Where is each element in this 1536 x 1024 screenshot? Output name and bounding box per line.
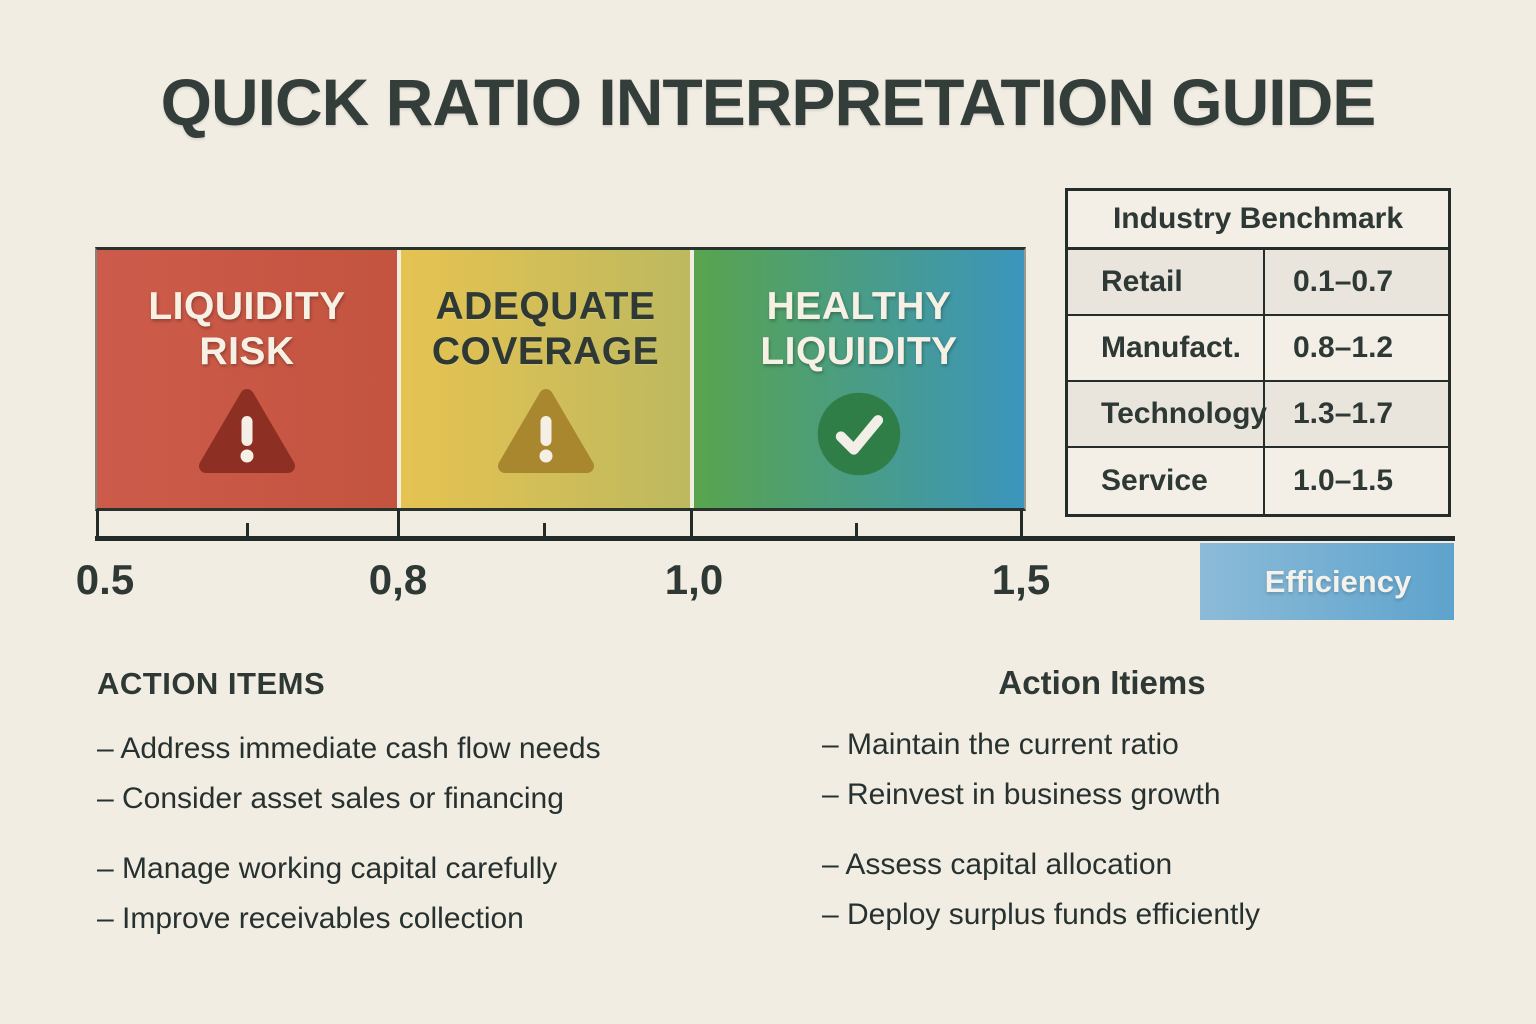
action-items-left-heading: ACTION ITEMS — [97, 666, 326, 701]
industry-benchmark-table: Industry Benchmark Retail 0.1–0.7 Manufa… — [1065, 188, 1451, 517]
tick-mark-major — [397, 509, 400, 536]
tick-mark-minor — [543, 523, 546, 536]
ratio-zones-bar: LIQUIDITY RISK ADEQUATE COVERAGE HEA — [95, 247, 1026, 511]
list-item: – Deploy surplus funds efficiently — [822, 898, 1261, 931]
tick-label-0.5: 0.5 — [75, 556, 135, 603]
tick-mark-minor — [855, 523, 858, 536]
ratio-axis — [95, 536, 1455, 541]
industry-cell: Manufact. — [1068, 316, 1265, 380]
table-row: Manufact. 0.8–1.2 — [1068, 316, 1448, 382]
industry-cell: Retail — [1068, 250, 1265, 314]
table-row: Service 1.0–1.5 — [1068, 448, 1448, 514]
action-items-right-heading: Action Itiems — [998, 664, 1206, 701]
industry-cell: Service — [1068, 448, 1265, 514]
tick-mark-minor — [246, 523, 249, 536]
zone-liquidity-risk: LIQUIDITY RISK — [97, 250, 397, 508]
page-title: QUICK RATIO INTERPRETATION GUIDE — [160, 65, 1377, 139]
zone-adequate-coverage: ADEQUATE COVERAGE — [401, 250, 690, 508]
tick-mark-major — [1020, 509, 1023, 536]
tick-label-0.8: 0,8 — [368, 556, 428, 603]
action-items-left-section: ACTION ITEMS – Address immediate cash fl… — [97, 666, 757, 944]
table-row: Retail 0.1–0.7 — [1068, 250, 1448, 316]
range-cell: 1.3–1.7 — [1293, 397, 1394, 430]
list-item: – Consider asset sales or financing — [97, 782, 564, 815]
table-row: Technology 1.3–1.7 — [1068, 382, 1448, 448]
zone-label: LIQUIDITY RISK — [148, 285, 346, 373]
list-item: – Manage working capital carefully — [97, 852, 558, 885]
warning-triangle-icon — [197, 387, 297, 482]
tick-label-1.0: 1,0 — [664, 556, 724, 603]
tick-mark-major — [690, 509, 693, 536]
range-cell: 1.0–1.5 — [1293, 464, 1394, 497]
benchmark-table-title: Industry Benchmark — [1068, 191, 1448, 250]
industry-cell: Technology — [1068, 382, 1267, 446]
efficiency-badge: Efficiency — [1200, 543, 1454, 620]
zone-label: ADEQUATE COVERAGE — [431, 285, 660, 373]
check-circle-icon — [816, 391, 902, 482]
zone-healthy-liquidity: HEALTHY LIQUIDITY — [694, 250, 1024, 508]
zone-label: HEALTHY LIQUIDITY — [760, 285, 958, 373]
list-item: – Maintain the current ratio — [822, 728, 1179, 761]
warning-triangle-icon — [496, 387, 596, 482]
range-cell: 0.1–0.7 — [1293, 265, 1394, 298]
tick-mark-major — [96, 509, 99, 536]
list-item: – Improve receivables collection — [97, 902, 524, 935]
tick-label-1.5: 1,5 — [991, 556, 1051, 603]
efficiency-badge-label: Efficiency — [1264, 563, 1412, 599]
list-item: – Assess capital allocation — [822, 848, 1173, 881]
list-item: – Address immediate cash flow needs — [97, 732, 601, 765]
range-cell: 0.8–1.2 — [1293, 331, 1394, 364]
list-item: – Reinvest in business growth — [822, 778, 1221, 811]
action-items-right-section: Action Itiems – Maintain the current rat… — [822, 664, 1462, 940]
